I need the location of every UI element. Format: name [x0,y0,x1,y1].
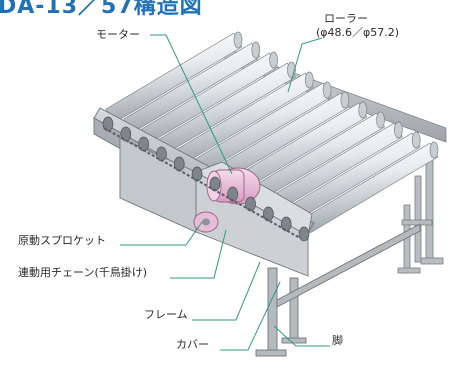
roller-end [376,111,385,129]
leader-frame [192,261,261,321]
sprocket [280,216,292,232]
leader-leg [273,325,330,347]
roller-end [394,121,403,139]
sprocket [102,116,114,132]
sprocket [298,226,310,242]
leader-drive-sprocket [120,221,203,246]
sprocket [191,166,203,182]
roller-end [411,131,421,149]
roller-end [358,101,368,119]
leader-lines [120,34,330,351]
chain-and-sprockets [102,116,310,242]
roller-end [251,41,261,59]
label-cover: カバー [176,338,209,351]
chain [103,127,301,239]
roller-end [269,51,278,69]
label-leg: 脚 [332,334,343,347]
sprocket [209,176,221,192]
leader-motor [150,34,233,175]
sprocket [263,206,274,222]
leader-chain [170,229,227,279]
label-motor: モーター [96,28,140,41]
label-roller-dims: (φ48.6／φ57.2) [316,26,400,39]
label-drive-sprocket: 原動スプロケット [18,234,106,247]
label-roller: ローラー [324,12,368,25]
front-leg [255,223,421,357]
roller-end [304,71,314,89]
leader-cover [220,281,281,351]
roller-end [429,141,439,159]
label-chain: 連動用チェーン(千鳥掛け) [18,266,148,279]
diagram-title: DA-13／57構造図 [0,0,203,19]
roller-end [322,81,332,99]
sprocket [227,186,239,202]
label-frame: フレーム [144,308,188,321]
sprocket [245,196,256,212]
back-leg [397,159,444,274]
leader-roller [287,37,323,93]
roller-end [233,31,243,49]
roller-end [340,91,350,109]
roller-group [105,31,439,234]
